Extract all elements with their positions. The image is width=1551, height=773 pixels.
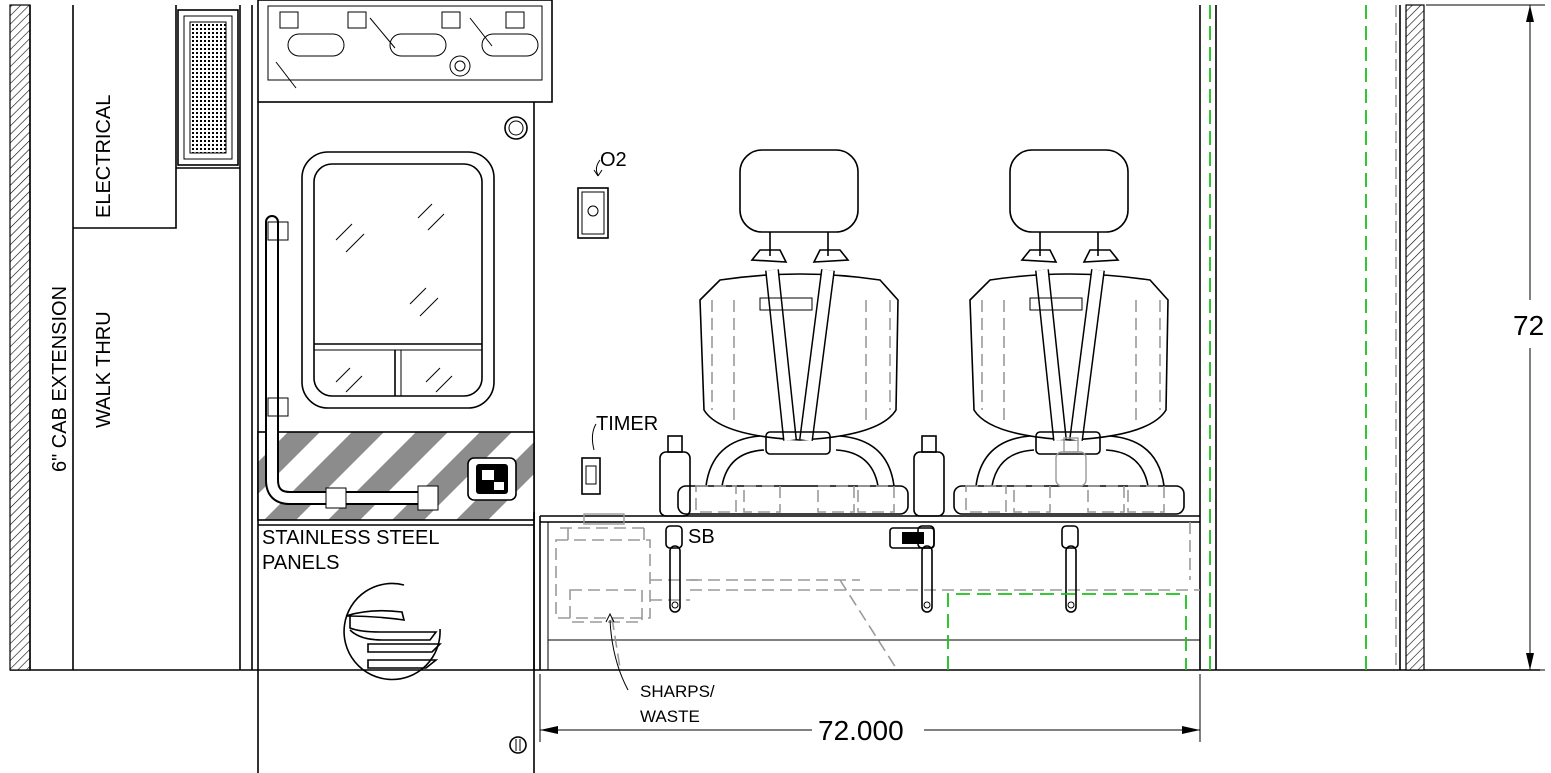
timer-switch [581, 457, 601, 495]
width-dimension-label: 72.000 [818, 715, 904, 746]
cab-extension-label: 6" CAB EXTENSION [49, 286, 71, 472]
height-dimension: 72 [1426, 4, 1545, 671]
right-hatched-wall [1405, 4, 1425, 671]
attendant-seat-1 [659, 149, 945, 517]
brand-logo [343, 582, 442, 681]
stainless-label-1: STAINLESS STEEL [262, 527, 439, 549]
walk-thru-label: WALK THRU [93, 311, 115, 428]
sharps-label-1: SHARPS/ [640, 682, 715, 701]
timer-label: TIMER [596, 413, 658, 435]
green-outline-lower [947, 593, 1187, 670]
stainless-label-2: PANELS [262, 552, 339, 574]
electrical-panel: ELECTRICAL [73, 5, 240, 229]
door-window [301, 151, 495, 409]
sb-label: SB [688, 526, 715, 548]
o2-outlet [577, 159, 609, 239]
door-control-panel [257, 0, 553, 103]
left-hatched-wall [9, 4, 31, 671]
height-dimension-label: 72 [1513, 310, 1544, 341]
attendant-seat-2 [953, 149, 1185, 515]
width-dimension: 72.000 [539, 674, 1201, 746]
o2-label: O2 [600, 149, 627, 171]
sharps-label-2: WASTE [640, 707, 700, 726]
sharps-waste-box [555, 513, 1200, 669]
vent-grille [189, 21, 227, 154]
panel-lock-icon [509, 736, 527, 754]
rear-door [257, 102, 535, 773]
bench-cabinet [533, 5, 1217, 670]
electrical-label: ELECTRICAL [93, 95, 115, 218]
seat-belt-anchors [665, 525, 1079, 613]
door-lock-icon [504, 116, 528, 140]
hazard-stripes [258, 432, 534, 520]
